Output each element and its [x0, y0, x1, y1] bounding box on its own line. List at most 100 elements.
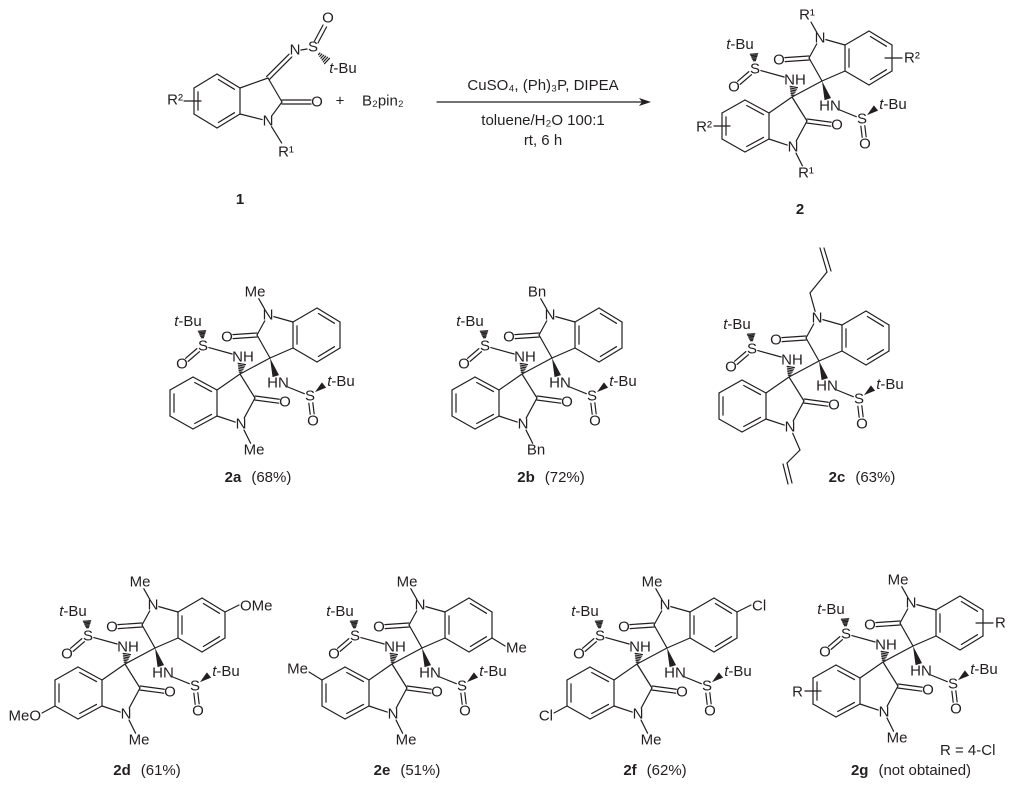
c3-c3-linking-bond [788, 360, 820, 378]
bond [216, 373, 241, 391]
sulfinyl-double-bond [184, 348, 198, 359]
sulfinyl-double-bond [339, 641, 353, 652]
carbonyl-double-bond [406, 689, 432, 694]
bottom-ring-substituent: MeO [8, 708, 41, 725]
tbu-label: t-Bu [326, 603, 354, 620]
compound-yield: (61%) [141, 762, 181, 779]
reaction-conditions-reagents: CuSO₄, (Ph)₃P, DIPEA [467, 77, 618, 94]
sulfinyl-double-bond [705, 692, 708, 705]
bond [689, 597, 715, 613]
bond [468, 637, 493, 653]
hash-line [319, 53, 323, 57]
n1-atom-label: N [785, 419, 796, 436]
aromatic-double-bond [714, 602, 733, 614]
carbonyl-double-bond [784, 59, 810, 63]
n-substituent-bond [540, 298, 548, 310]
carbonyl-double-bond [651, 689, 677, 694]
carbonyl-double-bond [514, 332, 540, 336]
aromatic-double-bond [202, 636, 221, 648]
hashed-wedge-bond [389, 652, 399, 664]
carbonyl-double-bond [117, 626, 143, 630]
bond [589, 666, 615, 681]
bond [316, 307, 341, 323]
bond [555, 316, 576, 323]
bond [836, 389, 854, 398]
carbonyl-double-bond [803, 398, 829, 403]
bond [256, 334, 271, 359]
bond [344, 666, 370, 681]
sulfinyl-double-bond [733, 351, 747, 362]
s-atom-label: S [308, 39, 318, 56]
hash-line [520, 368, 526, 370]
allyl-bond [809, 271, 828, 294]
bond [316, 347, 341, 363]
sulfinyl-o-label: O [307, 413, 319, 430]
bond [744, 138, 770, 153]
sulfinyl-o-label: O [859, 136, 871, 153]
bond [841, 350, 867, 366]
compound-2c-caption: 2c(63%) [829, 469, 896, 486]
carbonyl-double-bond [254, 399, 280, 404]
bond [865, 310, 890, 326]
bond [808, 43, 818, 59]
bond [812, 664, 837, 679]
sulfinyl-o-label: O [589, 413, 601, 430]
bond [216, 415, 236, 423]
bond [613, 663, 638, 681]
carbonyl-o-label: O [106, 619, 118, 636]
hash-line [519, 366, 527, 369]
bond [935, 595, 961, 611]
aromatic-double-bond [714, 636, 733, 648]
s-atom-label: S [841, 626, 851, 643]
hashed-wedge-bond [786, 365, 796, 377]
hash-line [237, 364, 246, 367]
allyl-bond [819, 247, 828, 273]
hashed-wedge-bond [749, 53, 759, 62]
sulfinyl-double-bond [830, 639, 844, 650]
bond [768, 138, 788, 146]
sulfinyl-double-bond [736, 354, 750, 365]
aromatic-double-bond [869, 35, 888, 47]
sulfinyl-double-bond [187, 351, 201, 362]
bond [718, 379, 743, 394]
ring-substituent-bond [491, 637, 506, 647]
carbonyl-double-bond [629, 626, 655, 630]
hash-line [790, 92, 795, 95]
c3-c3-linking-bond [636, 647, 668, 665]
hashed-wedge-bond [634, 652, 644, 664]
sulfinyl-double-bond [736, 71, 750, 82]
aromatic-double-bond [837, 701, 856, 713]
hash-line [635, 658, 641, 660]
bold-wedge-bond [466, 672, 479, 683]
hn-label: HN [664, 665, 686, 682]
bond [713, 597, 738, 613]
bond [551, 347, 576, 359]
n1-atom-label: N [263, 307, 274, 324]
n-substituent-bond [410, 588, 418, 600]
bold-wedge-bond [270, 358, 280, 378]
imine-n-label: N [290, 42, 301, 59]
aromatic-double-bond [194, 413, 213, 425]
bond [825, 39, 846, 46]
n1-atom-label: N [788, 139, 799, 156]
hash-line [237, 362, 247, 366]
bond [792, 400, 805, 422]
bond [158, 606, 179, 613]
bond [273, 316, 294, 323]
hash-line [122, 654, 131, 657]
nh-label: NH [117, 639, 139, 656]
carbonyl-double-bond [536, 399, 562, 404]
bond [865, 350, 890, 366]
plus-sign: + [336, 93, 345, 110]
carbonyl-double-bond [514, 336, 540, 340]
carbonyl-double-bond [806, 122, 832, 127]
bold-wedge-bond [711, 672, 724, 683]
compound-2e-caption: 2e(51%) [374, 762, 441, 779]
bond [141, 610, 151, 626]
n1-atom-label: N [121, 706, 132, 723]
bond [321, 666, 346, 681]
bond [805, 337, 820, 362]
bond [271, 101, 283, 117]
bond [757, 350, 782, 358]
